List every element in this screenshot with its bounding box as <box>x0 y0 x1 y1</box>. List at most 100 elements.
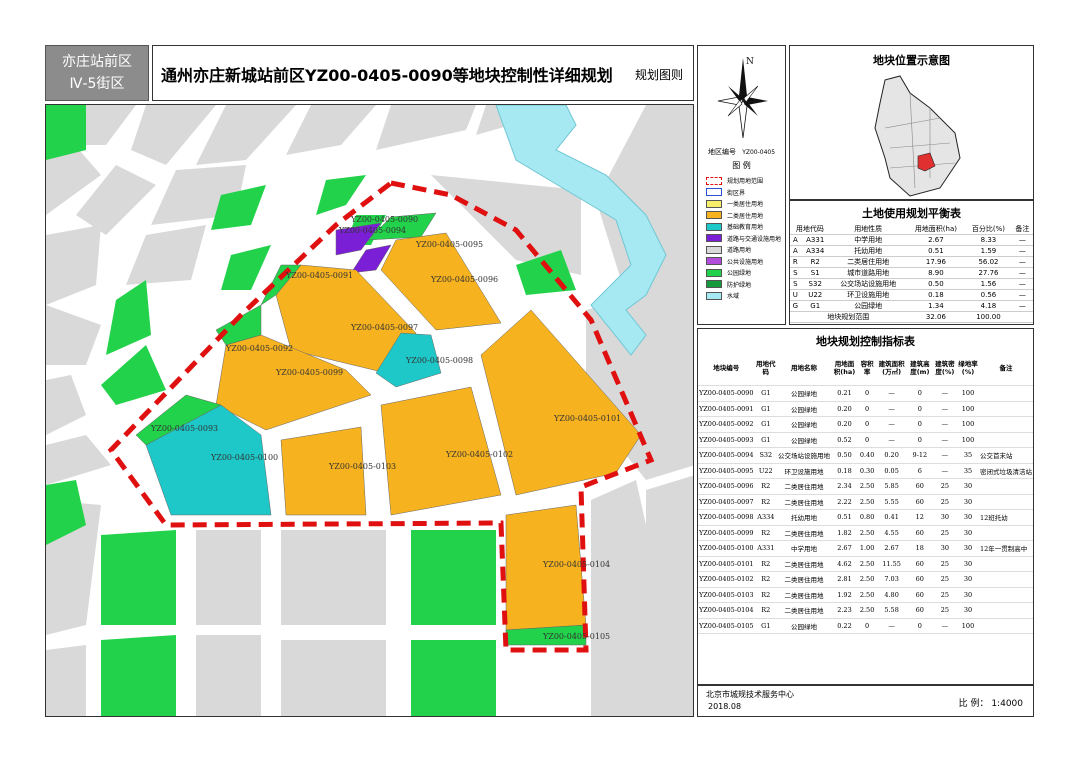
control-cell: 60 <box>906 556 933 572</box>
balance-cell: 17.96 <box>906 256 966 268</box>
control-header: 备注 <box>978 351 1033 386</box>
control-cell: G1 <box>754 432 778 448</box>
legend-label: 防护绿地 <box>727 281 752 289</box>
control-cell: 0 <box>906 385 933 402</box>
control-cell: 0.40 <box>857 447 877 464</box>
locator-outline <box>874 75 961 197</box>
control-cell: 2.67 <box>831 540 858 557</box>
control-cell: 0 <box>857 401 877 417</box>
control-cell: A334 <box>754 509 778 526</box>
legend-swatch <box>706 291 722 300</box>
balance-cell: — <box>1011 256 1033 268</box>
control-cell: — <box>932 618 958 634</box>
balance-cell: A331 <box>800 234 830 246</box>
balance-cell: 0.18 <box>906 289 966 301</box>
parcel-0102[interactable] <box>380 386 502 516</box>
control-cell: 5.55 <box>876 494 907 510</box>
plan-map[interactable]: YZ00-0405-0090 YZ00-0405-0094 YZ00-0405-… <box>45 104 694 717</box>
label-0099: YZ00-0405-0099 <box>275 368 343 377</box>
balance-cell: A334 <box>800 245 830 257</box>
control-cell: R2 <box>754 571 778 588</box>
control-cell: 0.21 <box>831 385 858 402</box>
parcel-0096[interactable] <box>380 232 502 331</box>
legend-panel: N 地区编号 YZ00-0405 图 例 规划用地范围街区界一类居住用地二类居住… <box>697 45 786 325</box>
legend-list: 规划用地范围街区界一类居住用地二类居住用地基础教育用地道路与交通设施用地道路用地… <box>698 175 785 302</box>
legend-label: 公共设施用地 <box>727 258 764 266</box>
balance-cell: 8.90 <box>906 267 966 279</box>
legend-item: 街区界 <box>698 187 785 199</box>
control-cell <box>978 556 1033 572</box>
block-name: Ⅳ-5街区 <box>69 76 125 92</box>
balance-header: 用地代码 <box>790 224 830 235</box>
north-label: N <box>746 57 754 67</box>
balance-cell: R <box>790 256 801 268</box>
balance-cell: 0.50 <box>906 278 966 290</box>
balance-cell: 中学用地 <box>829 234 907 246</box>
control-cell: — <box>932 385 958 402</box>
parcel-0098[interactable] <box>375 332 442 388</box>
control-cell: — <box>876 618 907 634</box>
control-cell: 30 <box>957 525 979 541</box>
balance-header: 备注 <box>1011 224 1033 235</box>
legend-label: 二类居住用地 <box>727 212 764 220</box>
control-cell: 0.52 <box>831 432 858 448</box>
control-cell: 35 <box>957 447 979 464</box>
control-cell: 0.20 <box>876 447 907 464</box>
legend-item: 道路与交通设施用地 <box>698 233 785 245</box>
control-cell: 0 <box>906 401 933 417</box>
control-cell: 25 <box>932 556 958 572</box>
legend-swatch <box>706 280 722 289</box>
control-cell: 二类居住用地 <box>777 494 832 510</box>
control-cell: 100 <box>957 618 979 634</box>
control-cell: — <box>876 385 907 402</box>
control-cell: 11.55 <box>876 556 907 572</box>
control-cell: 0.51 <box>831 509 858 526</box>
control-cell: 30 <box>957 602 979 619</box>
control-cell: U22 <box>754 463 778 479</box>
control-cell: YZ00-0405-0100 <box>698 540 755 557</box>
control-cell: R2 <box>754 602 778 619</box>
parcel-0094[interactable] <box>335 222 382 256</box>
control-cell <box>978 385 1033 402</box>
label-0101: YZ00-0405-0101 <box>553 414 621 423</box>
control-cell <box>978 416 1033 433</box>
control-cell: YZ00-0405-0101 <box>698 556 755 572</box>
balance-cell: S1 <box>800 267 830 279</box>
legend-item: 防护绿地 <box>698 279 785 291</box>
control-header: 容积率 <box>857 351 877 386</box>
balance-total-area: 32.06 <box>906 311 966 323</box>
parcel-0092[interactable] <box>215 304 262 346</box>
balance-cell: 公交场站设施用地 <box>829 278 907 290</box>
control-panel: 地块规划控制指标表 地块编号用地代码用地名称用地面积(ha)容积率建筑面积(万㎡… <box>697 328 1034 685</box>
control-cell: 100 <box>957 416 979 433</box>
legend-swatch <box>706 222 722 231</box>
parcel-0095[interactable] <box>350 244 392 274</box>
control-cell: 25 <box>932 602 958 619</box>
control-cell: 4.80 <box>876 587 907 603</box>
balance-cell: 0.51 <box>906 245 966 257</box>
parcel-0093[interactable] <box>135 394 222 446</box>
legend-label: 公园绿地 <box>727 270 752 278</box>
control-cell: 12班托幼 <box>978 509 1033 526</box>
control-header: 地块编号 <box>698 351 755 386</box>
control-cell: 30 <box>957 509 979 526</box>
control-header: 绿地率(%) <box>957 351 979 386</box>
balance-panel: 土地使用规划平衡表 用地代码 用地性质 用地面积(ha) 百分比(%) 备注 A… <box>789 200 1034 325</box>
parcel-0103[interactable] <box>280 426 367 516</box>
control-cell: 2.50 <box>857 587 877 603</box>
balance-cell: 公园绿地 <box>829 300 907 312</box>
control-cell <box>978 432 1033 448</box>
balance-cell: — <box>1011 289 1033 301</box>
legend-swatch <box>706 176 722 185</box>
balance-header: 用地面积(ha) <box>906 224 966 235</box>
district-code-label: 地区编号 <box>707 148 736 156</box>
scale-value: 1:4000 <box>991 699 1023 709</box>
control-cell <box>978 525 1033 541</box>
parcel-0101[interactable] <box>480 309 642 496</box>
control-cell: 60 <box>906 587 933 603</box>
